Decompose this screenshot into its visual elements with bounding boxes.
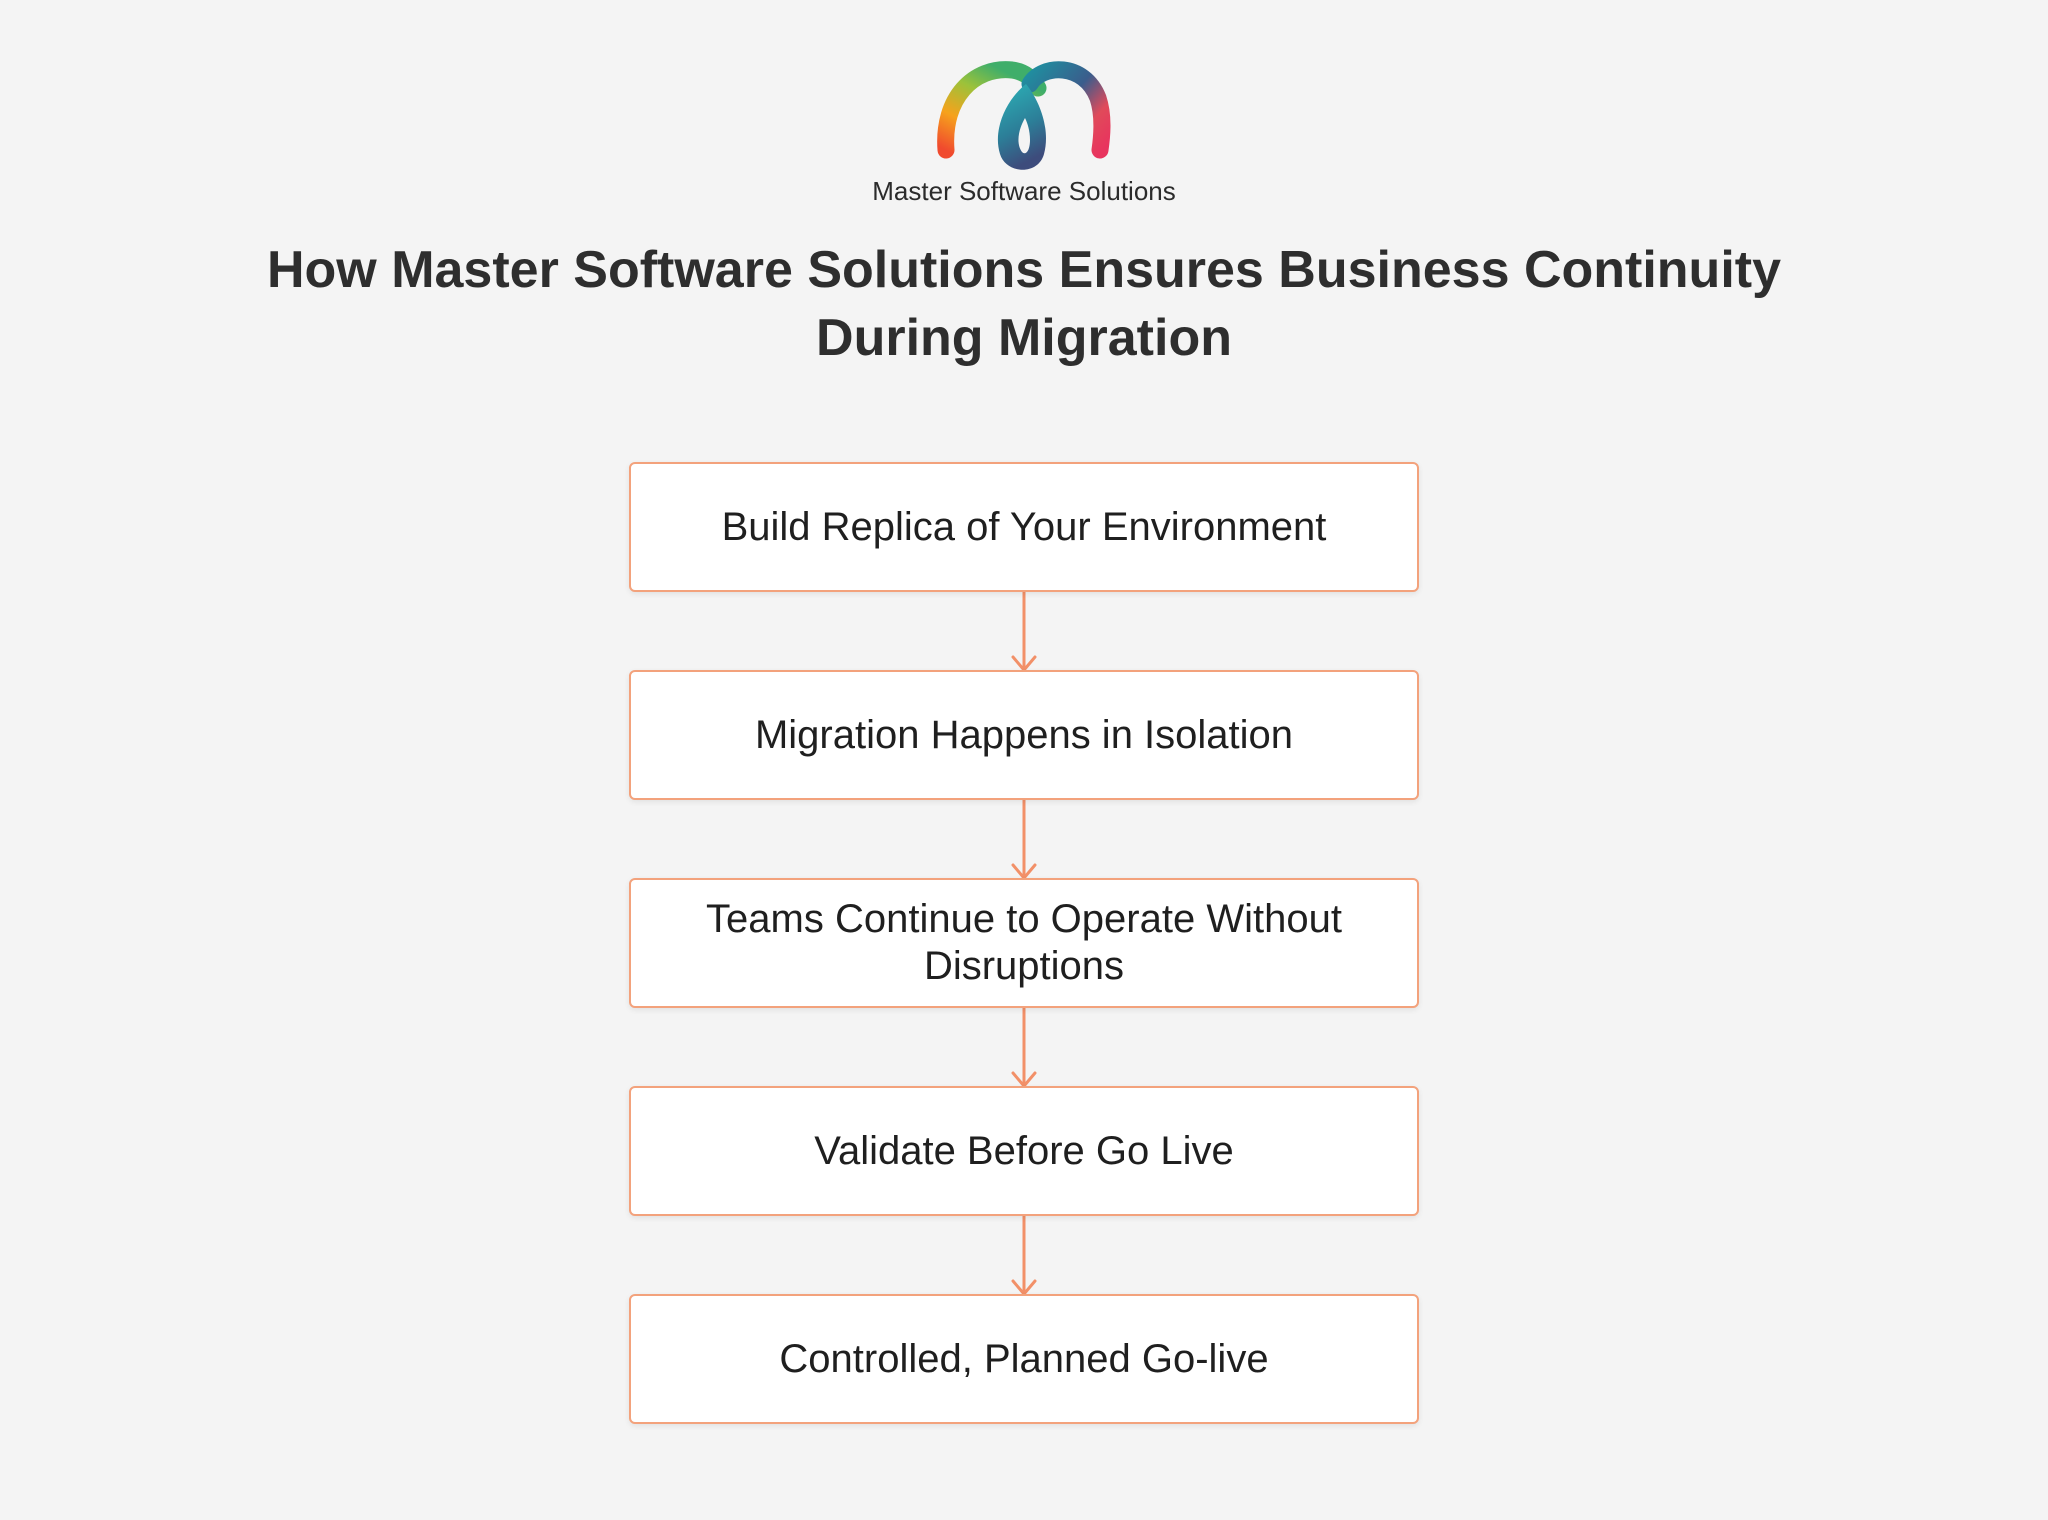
arrow-3-to-4	[1011, 1006, 1037, 1088]
brand-logo	[937, 61, 1111, 170]
step-label: Teams Continue to Operate Without Disrup…	[706, 897, 1342, 988]
arrow-4-to-5	[1011, 1214, 1037, 1296]
step-label: Controlled, Planned Go-live	[779, 1336, 1269, 1381]
step-box-4: Validate Before Go Live	[629, 1086, 1419, 1216]
step-box-2: Migration Happens in Isolation	[629, 670, 1419, 800]
step-label: Build Replica of Your Environment	[721, 504, 1327, 549]
step-box-1: Build Replica of Your Environment	[629, 462, 1419, 592]
step-box-3: Teams Continue to Operate Without Disrup…	[629, 878, 1419, 1008]
arrow-1-to-2	[1011, 590, 1037, 672]
brand-name: Master Software Solutions	[872, 176, 1176, 206]
arrow-2-to-3	[1011, 798, 1037, 880]
step-label: Migration Happens in Isolation	[754, 712, 1294, 757]
page-title: How Master Software Solutions Ensures Bu…	[266, 241, 1782, 367]
step-label: Validate Before Go Live	[814, 1128, 1234, 1173]
step-box-5: Controlled, Planned Go-live	[629, 1294, 1419, 1424]
